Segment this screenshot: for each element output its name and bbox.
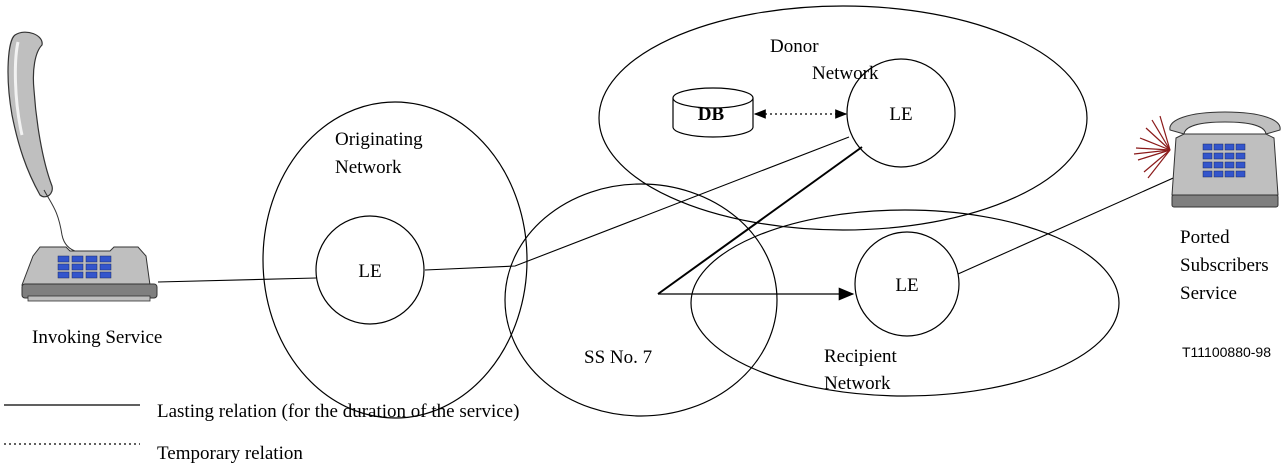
donor-network-label-line1: Donor: [770, 36, 819, 57]
ported-label-line2: Subscribers: [1180, 255, 1269, 276]
legend-temporary-label: Temporary relation: [157, 443, 303, 464]
originating-to-donor-link: [424, 136, 850, 271]
ss7-label: SS No. 7: [584, 347, 652, 368]
ported-label-line3: Service: [1180, 283, 1237, 304]
invoking-service-label: Invoking Service: [32, 327, 162, 348]
originating-le-circle: [315, 215, 425, 325]
recipient-network-label-line1: Recipient: [824, 346, 898, 367]
db-label: DB: [698, 104, 725, 125]
db-cylinder: [672, 87, 754, 138]
donor-le-label: LE: [889, 104, 912, 125]
originating-network-label-line2: Network: [335, 157, 402, 178]
recipient-le-label: LE: [895, 275, 918, 296]
donor-network-ellipse: [598, 5, 1088, 231]
handset-icon: [7, 31, 79, 253]
originating-network-ellipse: [262, 101, 528, 419]
ported-phone-icon: [1133, 111, 1281, 208]
figure-id: T11100880-98: [1182, 344, 1271, 360]
legend-lasting-label: Lasting relation (for the duration of th…: [157, 401, 519, 422]
ported-label-line1: Ported: [1180, 227, 1230, 248]
recipient-to-ported-link: [957, 174, 1181, 275]
originating-le-label: LE: [358, 261, 381, 282]
recipient-le-circle: [854, 231, 960, 337]
ring-burst-icon: [1133, 115, 1171, 179]
recipient-network-ellipse: [690, 209, 1120, 397]
donor-to-ss7-link: [657, 146, 863, 295]
donor-network-label-line2: Network: [812, 63, 879, 84]
invoking-to-originating-link: [157, 277, 317, 283]
recipient-network-label-line2: Network: [824, 373, 891, 394]
invoking-phone-icon: [21, 246, 158, 302]
originating-network-label-line1: Originating: [335, 129, 423, 150]
ss7-ellipse: [504, 183, 778, 417]
